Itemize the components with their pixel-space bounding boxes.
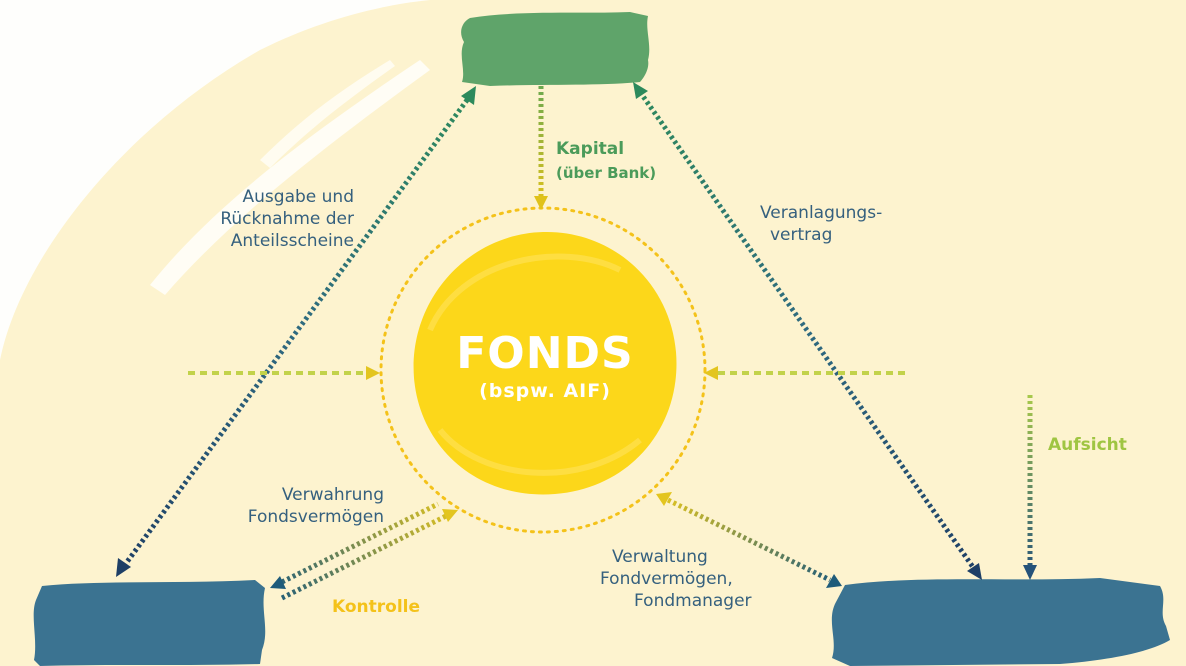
- arrow-verwahrung: [270, 501, 458, 601]
- label-verwaltung-line-1: Verwaltung: [612, 547, 708, 567]
- label-verwahrung-line-2: Fondsvermögen: [247, 507, 384, 527]
- label-ausgabe-line-2: Rücknahme der: [220, 209, 354, 229]
- fonds-subtitle: (bspw. AIF): [479, 380, 611, 402]
- fonds-title: FONDS: [456, 328, 634, 379]
- fonds-brush-texture: [427, 253, 642, 476]
- label-ausgabe: Ausgabe und Rücknahme der Anteilsscheine: [150, 186, 354, 252]
- bottom-right-blue-box: [831, 578, 1170, 666]
- label-kontrolle: Kontrolle: [332, 597, 421, 617]
- bottom-left-blue-box: [33, 580, 266, 666]
- label-ueber-bank: (über Bank): [556, 164, 657, 182]
- arrow-right-to-fonds: [704, 366, 905, 380]
- label-verwaltung-line-3: Fondmanager: [634, 591, 752, 611]
- arrow-kapital: [534, 86, 548, 210]
- arrow-aufsicht: [1023, 395, 1037, 580]
- label-verwahrung-line-1: Verwahrung: [281, 485, 384, 505]
- arrow-verwaltung: [656, 492, 842, 588]
- arrow-ausgabe: [116, 86, 476, 577]
- label-ausgabe-line-1: Ausgabe und: [242, 187, 354, 207]
- label-veranlagung-line-1: Veranlagungs-: [760, 203, 883, 223]
- label-verwahrung: Verwahrung Fondsvermögen: [190, 484, 384, 528]
- label-kapital: Kapital: [556, 139, 625, 159]
- arrow-veranlagung: [633, 82, 982, 580]
- fonds-yellow-circle: [413, 231, 677, 495]
- label-verwaltung-line-2: Fondvermögen,: [600, 569, 733, 589]
- label-verwaltung: Verwaltung Fondvermögen, Fondmanager: [600, 546, 752, 612]
- label-veranlagung: Veranlagungs- vertrag: [760, 202, 882, 246]
- background-stroke-white-2: [260, 60, 395, 168]
- label-aufsicht: Aufsicht: [1048, 435, 1127, 455]
- background-stroke-white: [150, 60, 430, 295]
- top-green-box: [461, 12, 650, 86]
- fonds-dotted-ring: [379, 206, 707, 534]
- label-veranlagung-line-2: vertrag: [770, 225, 833, 245]
- label-ausgabe-line-3: Anteilsscheine: [230, 231, 354, 251]
- arrow-left-to-fonds: [188, 366, 380, 380]
